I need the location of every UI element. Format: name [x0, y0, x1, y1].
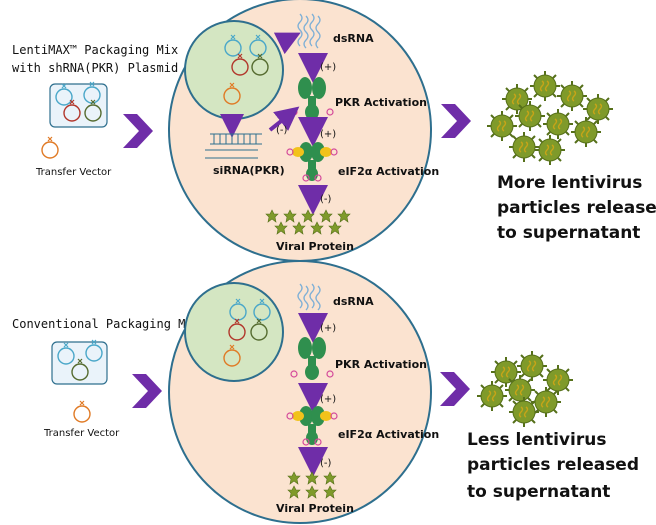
outcome-line-2: particles released — [467, 455, 639, 475]
nucleus — [184, 282, 284, 382]
panel-top: LentiMAX™ Packaging Mix with shRNA(PKR) … — [12, 0, 656, 262]
transfer-vector-label: Transfer Vector — [43, 428, 120, 439]
outcome-line-1: Less lentivirus — [467, 430, 606, 450]
sirna-label: siRNA(PKR) — [213, 164, 285, 177]
transfer-vector-label: Transfer Vector — [35, 167, 112, 178]
outcome-line-3: to supernatant — [467, 482, 610, 502]
virus-cluster — [486, 70, 614, 166]
plasmid-icon — [41, 136, 59, 159]
eif2a-activation-label: eIF2α Activation — [338, 165, 439, 178]
plus-sign: (+) — [320, 129, 336, 140]
plasmid-box — [51, 339, 108, 385]
packaging-mix-label: Conventional Packaging Mix — [12, 317, 200, 331]
dsrna-strands — [297, 13, 321, 49]
pkr-activation-label: PKR Activation — [335, 358, 427, 371]
pkr-activation-label: PKR Activation — [335, 96, 427, 109]
plasmid-box — [49, 81, 108, 128]
outcome-line-2: particles released — [497, 198, 656, 218]
outcome-line-3: to supernatant — [497, 223, 640, 243]
plus-sign: (+) — [320, 323, 336, 334]
chevron-right-icon — [123, 114, 153, 148]
plus-sign: (+) — [320, 62, 336, 73]
chevron-right-icon — [440, 372, 470, 406]
eif2a-activation-label: eIF2α Activation — [338, 428, 439, 441]
chevron-right-icon — [132, 374, 162, 408]
packaging-mix-sublabel: with shRNA(PKR) Plasmid — [12, 61, 178, 75]
plasmid-icon — [73, 400, 91, 423]
dsrna-label: dsRNA — [333, 295, 374, 308]
outcome-line-1: More lentivirus — [497, 173, 642, 193]
viral-protein-label: Viral Protein — [276, 502, 354, 515]
sirna-duplex — [205, 133, 262, 159]
panel-bottom: Conventional Packaging Mix Transfer Vect… — [12, 260, 639, 524]
dsrna-label: dsRNA — [333, 32, 374, 45]
chevron-right-icon — [441, 104, 471, 138]
minus-sign: (-) — [320, 458, 332, 469]
minus-sign: (-) — [276, 125, 288, 136]
dsrna-strands — [297, 283, 321, 311]
minus-sign: (-) — [320, 194, 332, 205]
plus-sign: (+) — [320, 394, 336, 405]
packaging-mix-label: LentiMAX™ Packaging Mix — [12, 43, 178, 57]
virus-cluster — [476, 350, 574, 428]
viral-protein-label: Viral Protein — [276, 240, 354, 253]
